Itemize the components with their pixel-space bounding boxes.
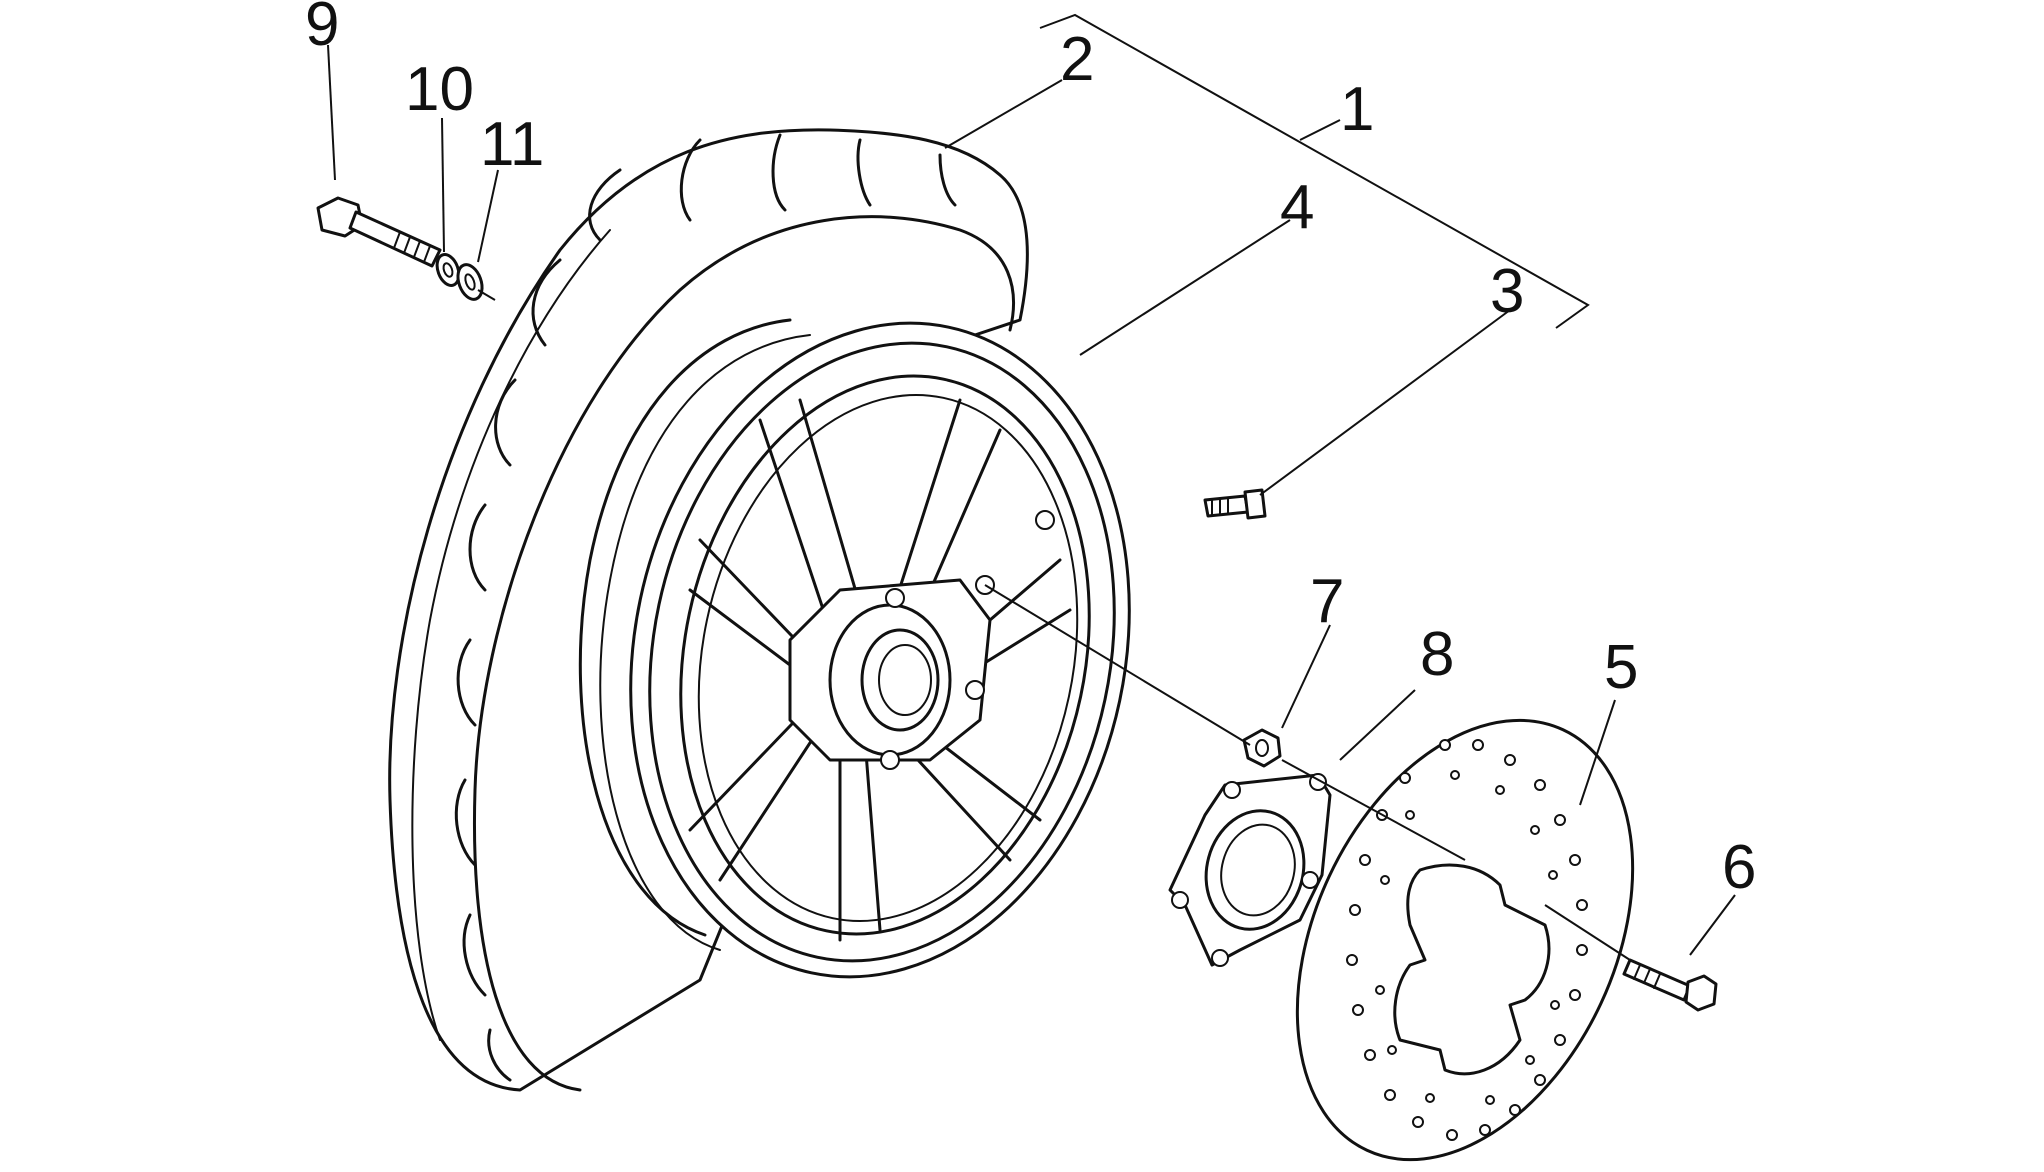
callout-2: 2 [1060,25,1094,94]
callout-5: 5 [1604,633,1638,702]
callout-8: 8 [1420,620,1454,689]
wheel-assembly-bracket-icon [1039,13,1590,329]
callout-9: 9 [305,0,339,59]
valve-icon [1203,488,1267,520]
nut-icon [1242,728,1282,768]
rim-icon [578,318,1131,979]
washer-icon [456,263,484,301]
callout-3: 3 [1490,257,1524,326]
disc-carrier-icon [1168,773,1332,967]
axle-bolt-icon [316,196,442,268]
leader-lines [327,44,1736,961]
callout-11: 11 [480,110,544,179]
washer-icon [435,253,461,287]
callout-4: 4 [1280,173,1314,242]
callout-10: 10 [405,55,474,124]
brake-disc-icon [1295,718,1635,1162]
disc-holes [1346,739,1588,1141]
callout-labels: 1 2 3 4 5 6 7 8 9 10 11 [305,0,1756,902]
callout-6: 6 [1722,833,1756,902]
disc-bolt-icon [1622,958,1718,1012]
callout-7: 7 [1310,567,1344,636]
callout-1: 1 [1340,75,1374,144]
